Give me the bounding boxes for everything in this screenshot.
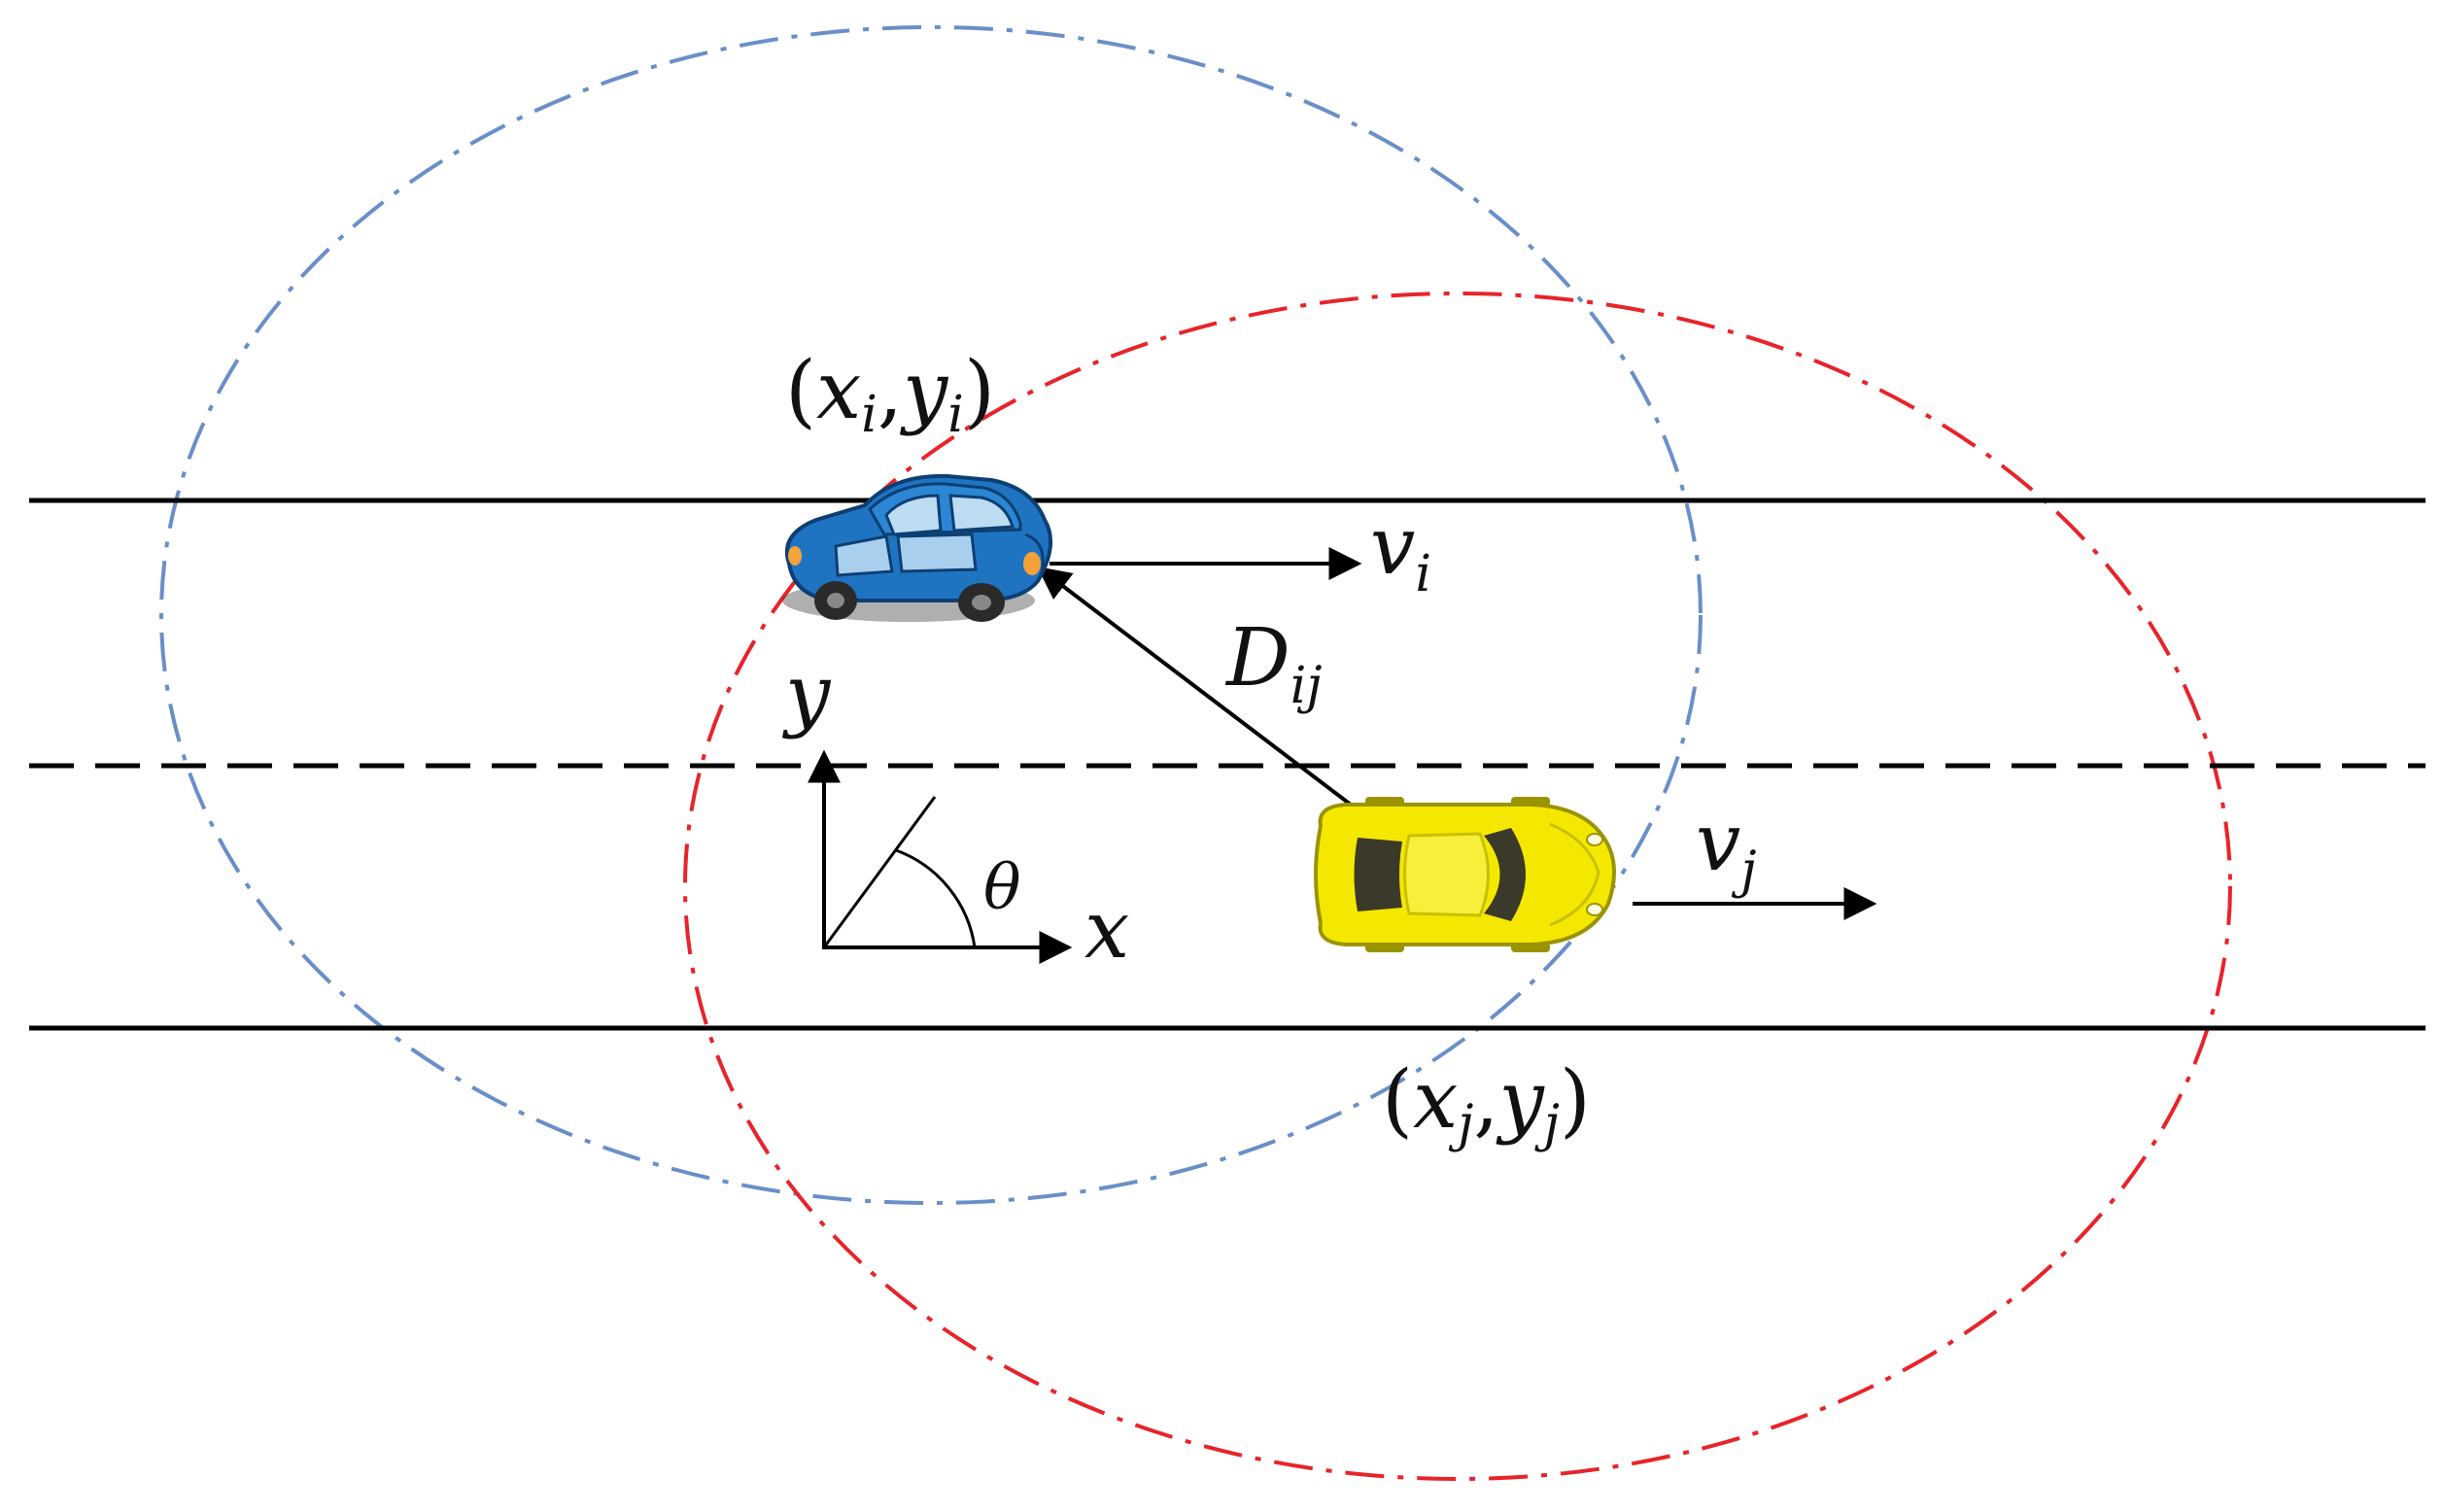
angle-ray: [822, 796, 937, 948]
safety-zone-vehicle-i: [159, 25, 1703, 1205]
yellow-sports-car-icon: [1314, 797, 1616, 952]
blue-car-icon: [782, 473, 1053, 622]
position-label-i: (xi,yi): [785, 345, 995, 444]
distance-arrow: [1037, 566, 1394, 839]
coordinate-frame: [808, 749, 1073, 964]
angle-label: θ: [983, 852, 1021, 924]
distance-label: Dij: [1224, 612, 1323, 715]
safety-zone-vehicle-j: [683, 292, 2232, 1481]
x-axis-label: x: [1084, 884, 1129, 977]
velocity-label-j: vj: [1696, 797, 1756, 900]
y-axis-label: y: [781, 648, 832, 740]
angle-arc: [895, 848, 977, 948]
velocity-label-i: vi: [1370, 500, 1431, 603]
position-label-j: (xj,yj): [1382, 1054, 1591, 1153]
